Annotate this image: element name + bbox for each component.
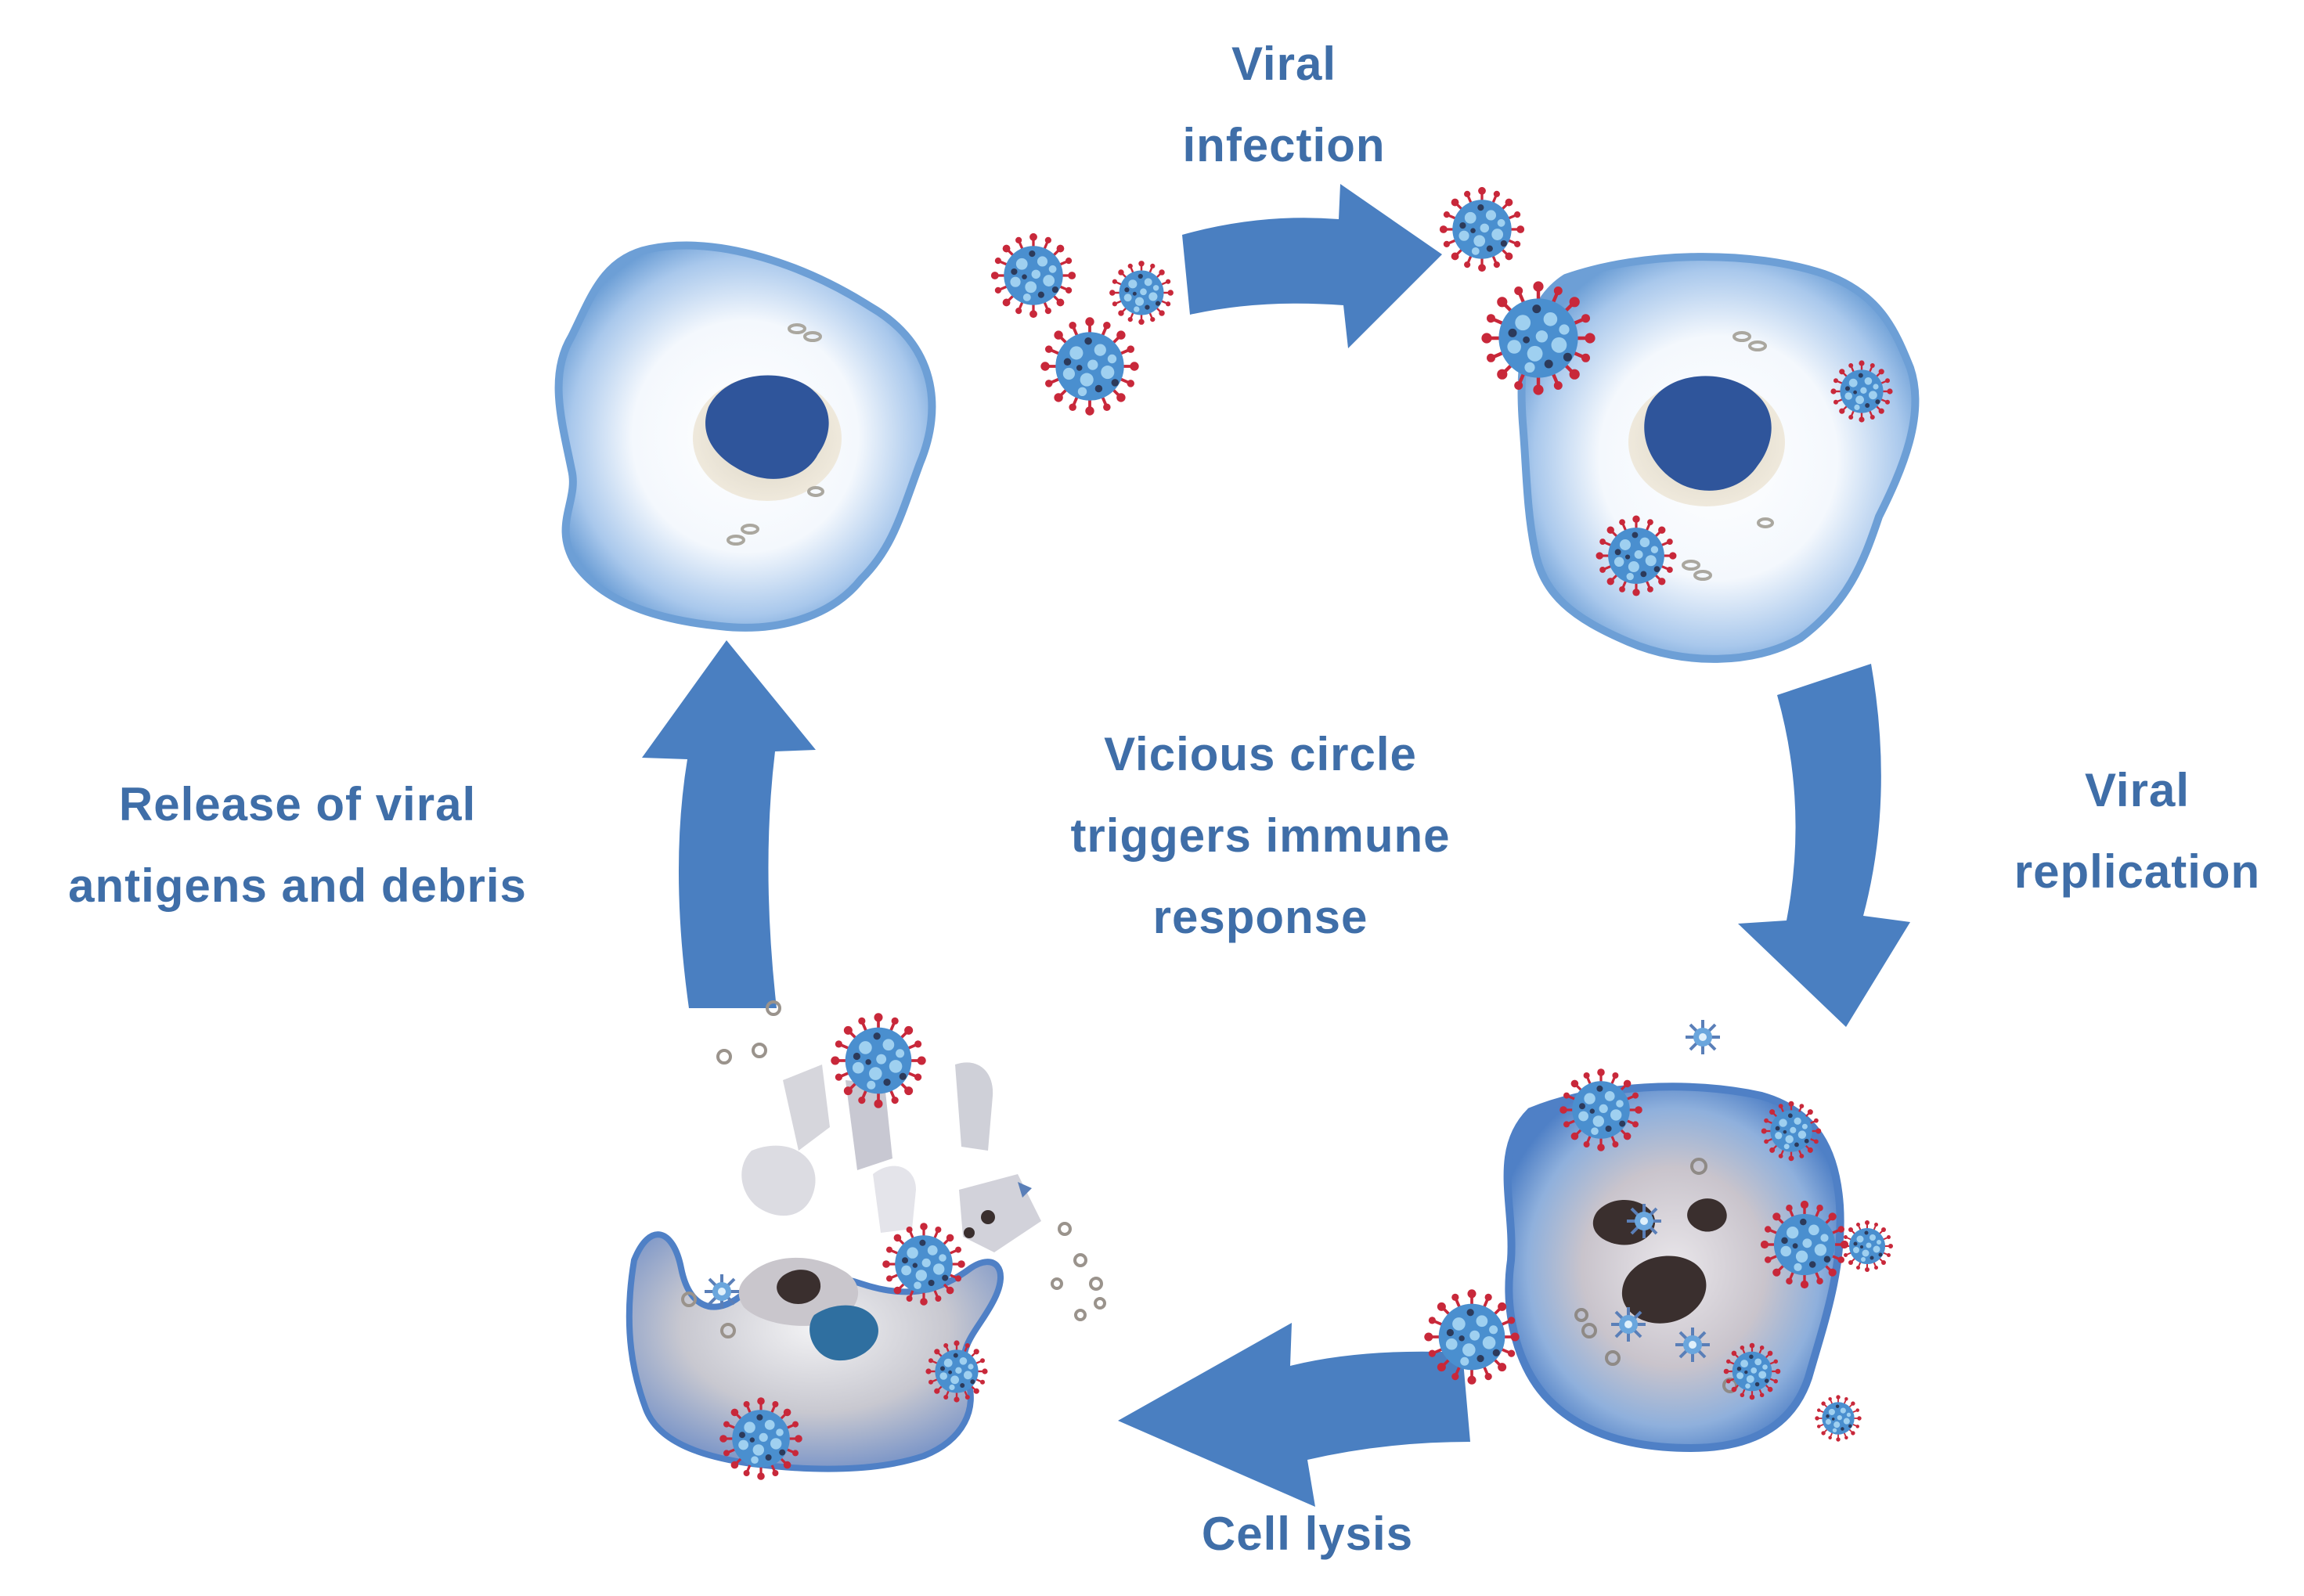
label-viral-replication-line2: replication [2014,845,2261,898]
label-viral-infection-line2: infection [1182,119,1386,171]
infected-cell [1517,253,1920,663]
cell-debris [626,1000,1106,1472]
label-center-line1: Vicious circle [1104,728,1417,780]
label-viral-infection: Viral infection [1065,23,1503,186]
label-release-antigens: Release of viral antigens and debris [8,764,587,927]
label-release-line2: antigens and debris [68,859,527,912]
label-center-line2: triggers immune [1070,809,1451,862]
healthy-cell [554,241,936,632]
arrow-lysis [1118,1323,1470,1507]
arrow-infection [1182,184,1442,348]
label-vicious-circle: Vicious circle triggers immune response [1010,714,1511,958]
label-viral-infection-line1: Viral [1231,38,1336,90]
label-cell-lysis: Cell lysis [1120,1493,1495,1575]
label-center-line3: response [1152,891,1368,943]
label-cell-lysis-line1: Cell lysis [1201,1508,1414,1560]
arrow-replication [1738,664,1910,1027]
label-release-line1: Release of viral [118,778,477,830]
arrow-release [642,640,816,1008]
label-viral-replication: Viral replication [1973,750,2302,913]
label-viral-replication-line1: Viral [2085,764,2190,816]
